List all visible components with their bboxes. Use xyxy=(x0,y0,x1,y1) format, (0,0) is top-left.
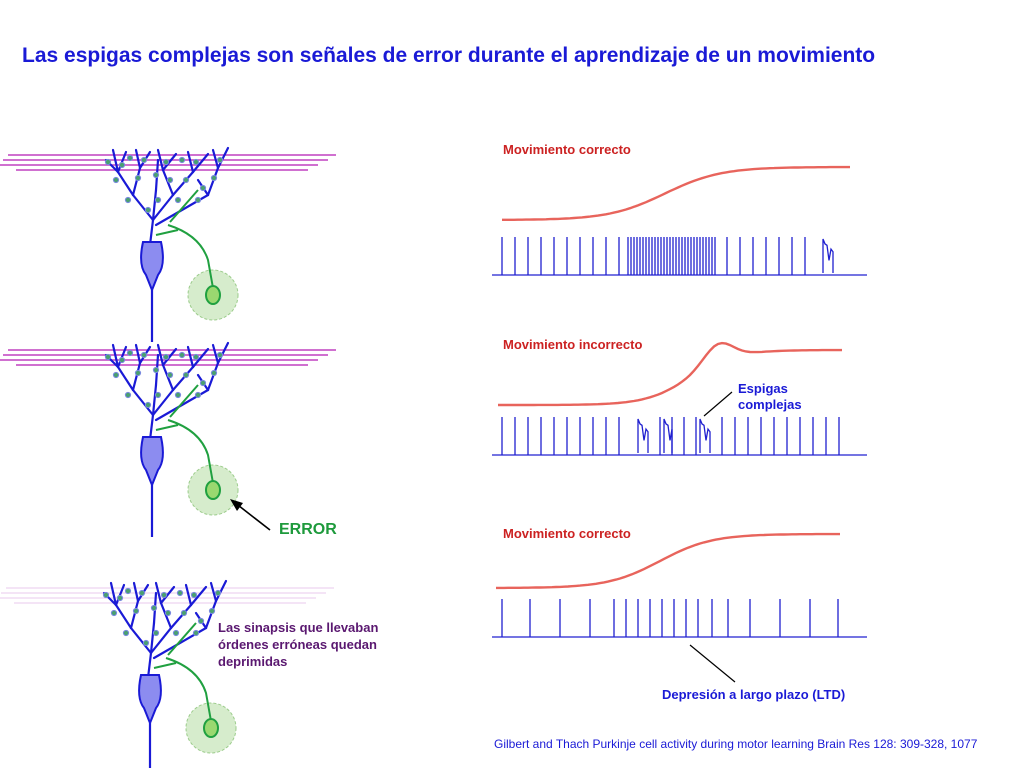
dendritic-spines xyxy=(104,154,224,214)
panel-3-label: Movimiento correcto xyxy=(503,526,631,541)
purkinje-soma xyxy=(140,436,164,488)
complex-spike xyxy=(699,418,711,453)
synapse-note-line-3: deprimidas xyxy=(218,654,288,669)
purkinje-soma xyxy=(140,241,164,293)
synapse-note-line-2: órdenes erróneas quedan xyxy=(218,637,377,652)
spike-train-1 xyxy=(492,237,867,276)
spike-train-2 xyxy=(492,417,867,456)
olive-neuron xyxy=(203,718,219,738)
complex-spikes-note: Espigas complejas xyxy=(738,381,802,413)
movement-trace-1 xyxy=(502,165,850,221)
panel-1-label: Movimiento correcto xyxy=(503,142,631,157)
olive-neuron xyxy=(205,285,221,305)
ltd-label: Depresión a largo plazo (LTD) xyxy=(662,687,846,702)
complex-spike-pointer xyxy=(703,391,733,417)
dendritic-tree xyxy=(102,579,228,680)
olive-neuron xyxy=(205,480,221,500)
error-label: ERROR xyxy=(279,521,337,538)
dendritic-spines xyxy=(102,587,222,647)
complex-spikes-line-2: complejas xyxy=(738,397,802,412)
movement-trace-2 xyxy=(498,341,842,407)
complex-spike xyxy=(663,418,673,453)
climbing-fiber xyxy=(155,189,214,289)
synapse-depression-note: Las sinapsis que llevaban órdenes erróne… xyxy=(218,619,408,670)
climbing-fiber xyxy=(153,622,212,722)
purkinje-cell-1 xyxy=(0,146,336,342)
complex-spike xyxy=(822,238,834,273)
purkinje-cell-3 xyxy=(0,579,334,768)
complex-spikes-line-1: Espigas xyxy=(738,381,788,396)
error-arrowhead xyxy=(230,499,243,511)
synapse-note-line-1: Las sinapsis que llevaban xyxy=(218,620,379,635)
spike-train-3 xyxy=(492,599,867,638)
purkinje-soma xyxy=(138,674,162,726)
climbing-fiber xyxy=(155,384,214,484)
movement-trace-3 xyxy=(496,532,840,590)
dendritic-spines xyxy=(104,349,224,409)
complex-spike xyxy=(637,418,649,453)
slide-title: Las espigas complejas son señales de err… xyxy=(22,44,876,67)
dendritic-tree xyxy=(104,341,230,442)
ltd-pointer xyxy=(689,644,736,683)
panel-2-label: Movimiento incorrecto xyxy=(503,337,643,352)
purkinje-cell-2 xyxy=(0,341,336,537)
citation: Gilbert and Thach Purkinje cell activity… xyxy=(494,737,978,751)
